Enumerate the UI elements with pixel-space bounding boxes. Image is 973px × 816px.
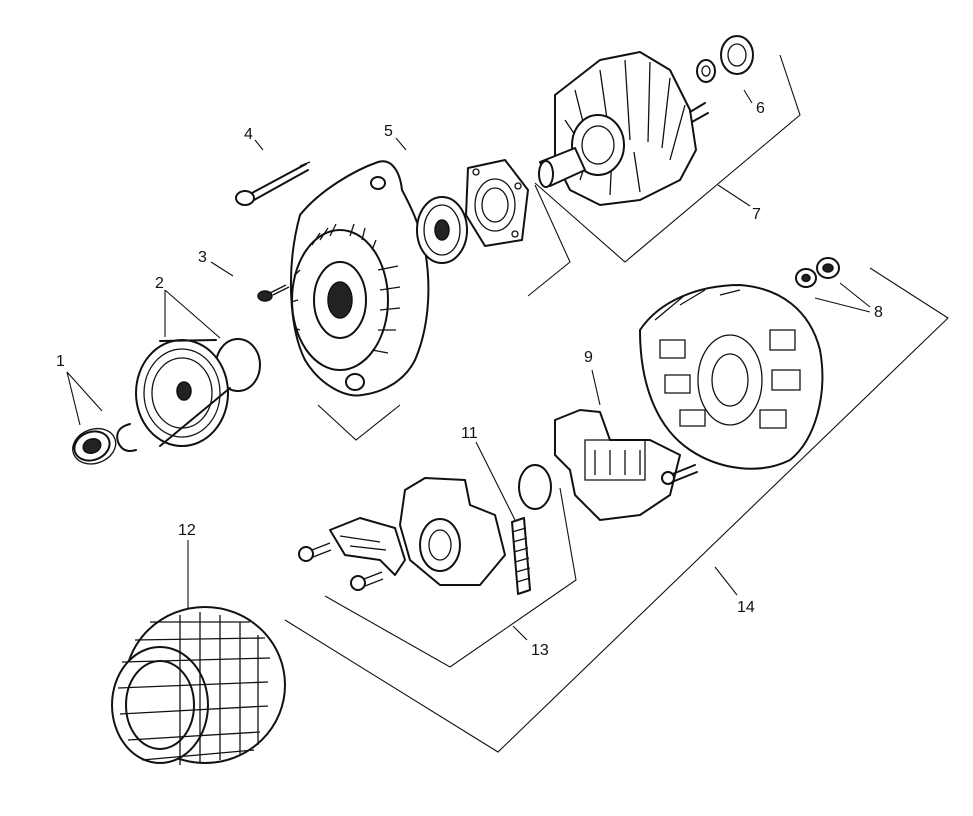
callout-labels: 1 2 3 4 5 6 7 8 9 11 12 13 14 — [56, 100, 883, 659]
callout-12: 12 — [178, 522, 196, 539]
part-4-through-bolt — [235, 161, 311, 206]
callout-14: 14 — [737, 599, 755, 616]
part-2-pulley — [135, 338, 261, 447]
part-13-screw-a — [298, 542, 332, 562]
part-13-regulator — [298, 477, 506, 591]
part-11-brush — [511, 517, 531, 595]
callout-4: 4 — [244, 126, 253, 143]
part-8-nuts — [795, 257, 840, 288]
callout-13: 13 — [531, 642, 549, 659]
part-12-stator — [111, 606, 286, 765]
part-5-front-housing — [289, 160, 430, 397]
callout-8: 8 — [874, 304, 883, 321]
part-14-rear-housing — [639, 284, 824, 470]
callout-3: 3 — [198, 249, 207, 266]
part-1-nut-and-clip — [72, 423, 137, 465]
callout-2: 2 — [155, 275, 164, 292]
callout-5: 5 — [384, 123, 393, 140]
part-snap-ring — [518, 464, 552, 510]
part-5-retainer-plate — [465, 159, 529, 247]
callout-9: 9 — [584, 349, 593, 366]
callout-7: 7 — [752, 206, 761, 223]
part-7-rotor — [538, 51, 709, 206]
part-5-bearing — [416, 196, 468, 264]
leader-lines — [66, 54, 949, 753]
part-9-rectifier — [554, 409, 698, 521]
callout-6: 6 — [756, 100, 765, 117]
callout-1: 1 — [56, 353, 65, 370]
part-6-rear-bearing — [696, 35, 754, 83]
callout-11: 11 — [461, 425, 478, 442]
part-3-screw — [257, 284, 290, 302]
part-13-screw-b — [350, 571, 384, 591]
